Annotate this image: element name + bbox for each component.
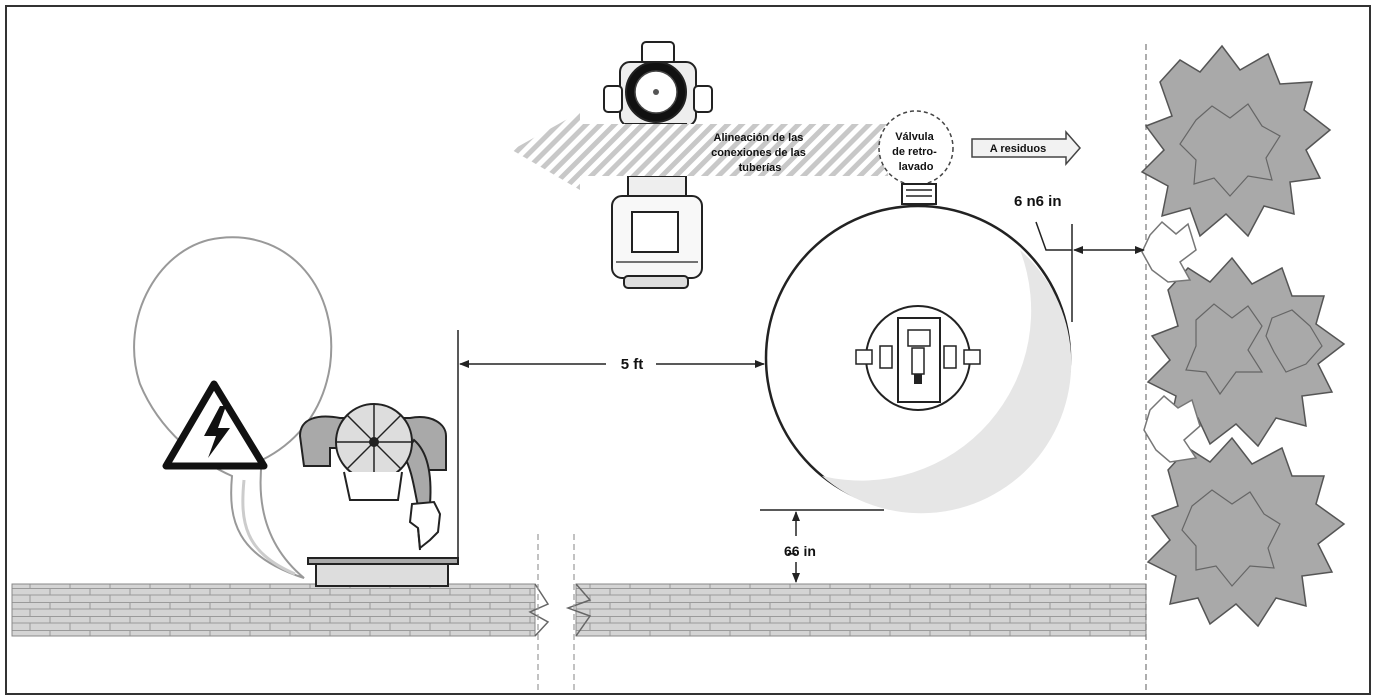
dimension-6in-side bbox=[1035, 221, 1145, 322]
warning-electric-icon bbox=[162, 380, 268, 470]
dimension-6in-bottom-label: 6̶6 in bbox=[784, 543, 816, 559]
dimension-6in-bottom bbox=[760, 509, 884, 583]
brick-wall bbox=[11, 534, 1147, 690]
pointing-hand-icon bbox=[408, 500, 442, 551]
dimension-5ft bbox=[457, 330, 765, 558]
warning-bubble bbox=[133, 236, 333, 579]
filter-tank bbox=[764, 183, 1072, 514]
svg-text:A residuos: A residuos bbox=[990, 143, 1046, 155]
electrical-box bbox=[307, 557, 459, 587]
person-top-view bbox=[298, 403, 447, 508]
backwash-valve-callout: Válvula de retro- lavado bbox=[878, 110, 954, 186]
dimension-6in-side-label: 6 n6 in bbox=[1014, 193, 1062, 210]
to-waste-arrow: A residuos bbox=[971, 130, 1081, 166]
pipe-alignment-label: Alineación de las conexiones de las tube… bbox=[711, 132, 809, 174]
bushes bbox=[1140, 44, 1346, 628]
pipe-alignment-arrow bbox=[512, 112, 888, 190]
dimension-5ft-label: 5 ft bbox=[621, 356, 644, 373]
svg-text:Válvula de retro-: Válvula de retro- lavado bbox=[892, 131, 940, 173]
